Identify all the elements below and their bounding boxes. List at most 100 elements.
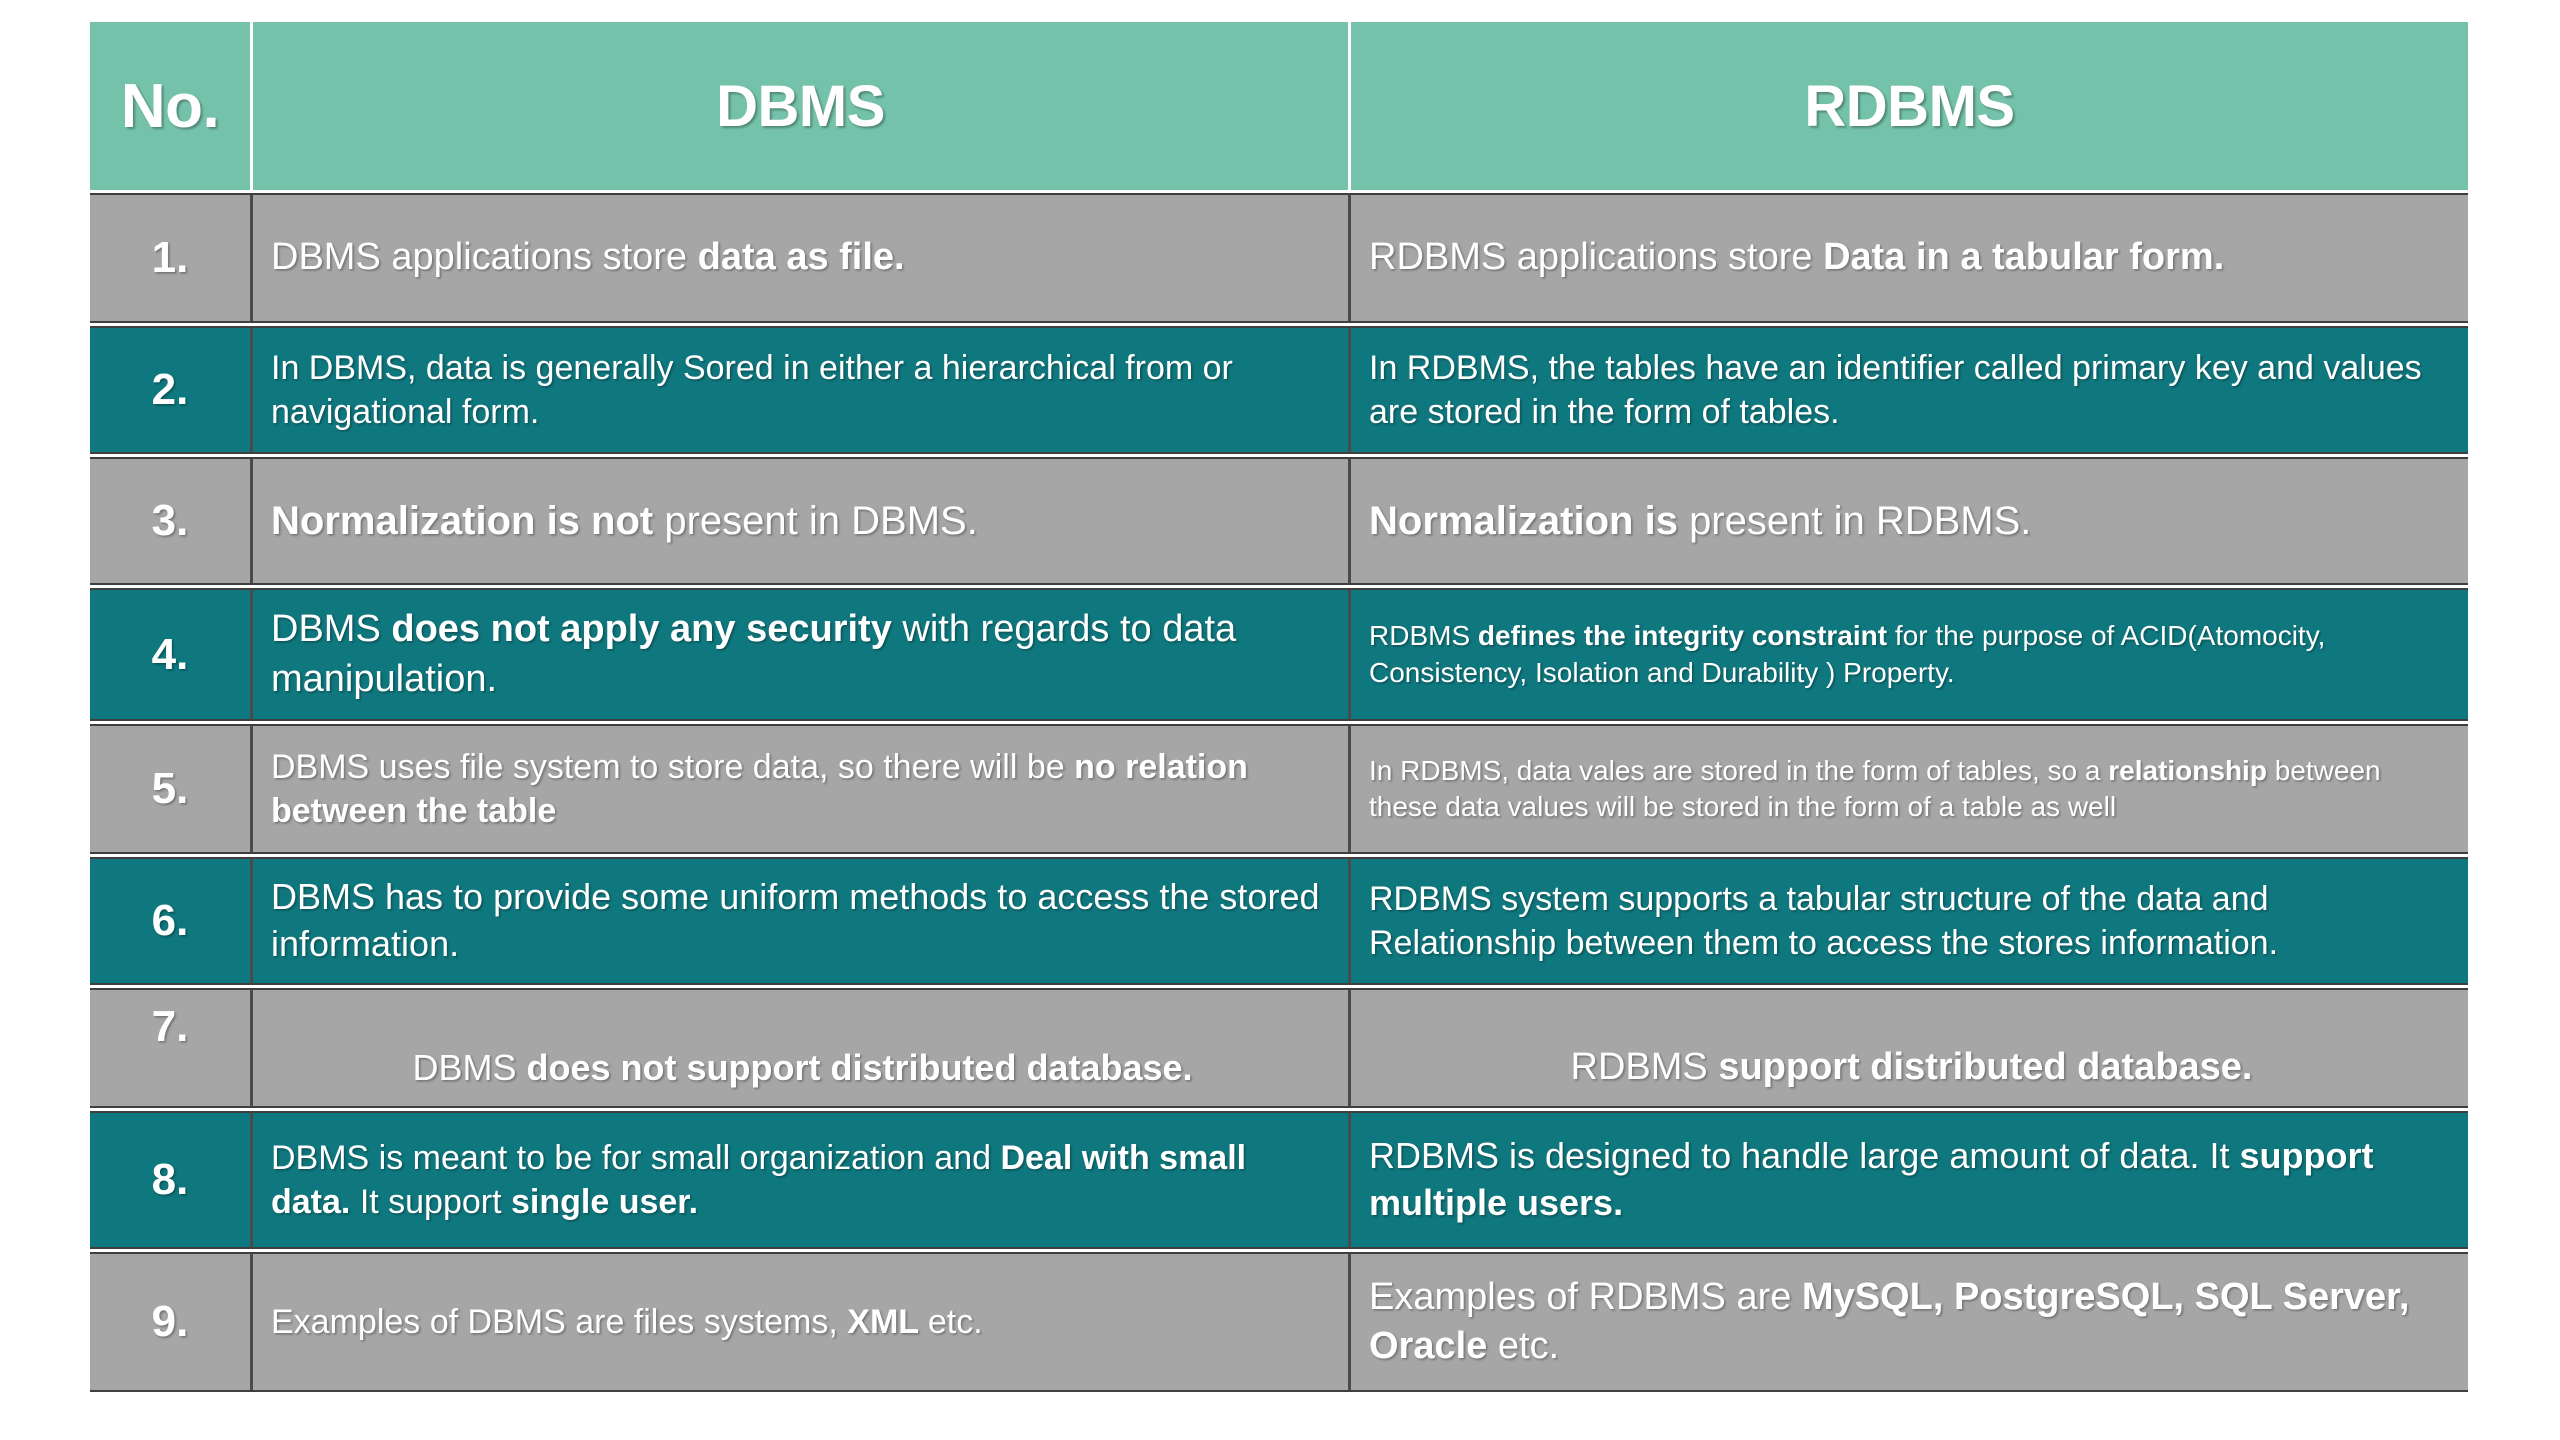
row-rdbms-text: RDBMS applications store Data in a tabul… (1351, 195, 2468, 321)
row-number-cell: 1. (90, 195, 250, 321)
text-plain: etc. (927, 1302, 983, 1341)
row-rdbms-cell: In RDBMS, the tables have an identifier … (1348, 328, 2468, 452)
row-rdbms-cell: RDBMS system supports a tabular structur… (1348, 859, 2468, 983)
row-rdbms-text: Examples of RDBMS are MySQL, PostgreSQL,… (1351, 1254, 2468, 1390)
text-plain: DBMS (412, 1047, 527, 1089)
row-number: 8. (151, 1155, 189, 1204)
text-bold: MySQL, PostgreSQL, SQL Server, Oracle (1369, 1275, 2410, 1367)
row-dbms-text: Normalization is not present in DBMS. (253, 459, 1348, 583)
header-label-dbms: DBMS (716, 73, 885, 139)
table-row: 8. DBMS is meant to be for small organiz… (90, 1111, 2468, 1249)
row-dbms-cell: DBMS does not support distributed databa… (250, 990, 1348, 1106)
text-bold: no relation between the table (271, 747, 1248, 830)
row-number: 1. (151, 233, 189, 282)
row-number: 5. (151, 764, 189, 813)
text-plain: DBMS (271, 608, 392, 651)
text-plain: DBMS applications store (271, 236, 698, 279)
row-rdbms-cell: RDBMS support distributed database. (1348, 990, 2468, 1106)
table-row: 7. DBMS does not support distributed dat… (90, 988, 2468, 1108)
row-rdbms-text: In RDBMS, data vales are stored in the f… (1351, 726, 2468, 852)
row-dbms-cell: DBMS does not apply any security with re… (250, 590, 1348, 719)
text-plain: DBMS has to provide some uniform methods… (271, 876, 1320, 964)
text-bold: single user. (511, 1183, 699, 1221)
row-rdbms-text: Normalization is present in RDBMS. (1351, 459, 2468, 583)
table-row: 9. Examples of DBMS are files systems, X… (90, 1252, 2468, 1392)
row-number-cell: 4. (90, 590, 250, 719)
row-dbms-cell: DBMS is meant to be for small organizati… (250, 1113, 1348, 1247)
text-plain: In RDBMS, the tables have an identifier … (1369, 348, 2422, 431)
text-bold: defines the integrity constraint (1477, 620, 1895, 652)
text-plain: It support (359, 1183, 512, 1221)
row-dbms-text: In DBMS, data is generally Sored in eith… (253, 328, 1348, 452)
row-number: 3. (151, 496, 189, 545)
text-bold: relationship (2108, 754, 2275, 786)
row-dbms-text: Examples of DBMS are files systems, XML … (253, 1254, 1348, 1390)
text-bold: XML (847, 1302, 928, 1341)
row-rdbms-text: In RDBMS, the tables have an identifier … (1351, 328, 2468, 452)
row-number-cell: 6. (90, 859, 250, 983)
row-number: 9. (151, 1297, 189, 1346)
text-bold: does not apply any security (391, 608, 903, 651)
table-row: 3. Normalization is not present in DBMS.… (90, 457, 2468, 585)
header-label-no: No. (120, 71, 220, 141)
text-plain: RDBMS applications store (1369, 236, 1824, 279)
text-bold: does not support distributed database. (526, 1047, 1193, 1089)
row-number: 4. (151, 629, 189, 679)
row-dbms-text: DBMS applications store data as file. (253, 195, 1348, 321)
row-dbms-cell: Examples of DBMS are files systems, XML … (250, 1254, 1348, 1390)
table-row: 2. In DBMS, data is generally Sored in e… (90, 326, 2468, 454)
row-rdbms-cell: Normalization is present in RDBMS. (1348, 459, 2468, 583)
table-header-row: No. DBMS RDBMS (90, 22, 2468, 190)
row-dbms-text: DBMS does not support distributed databa… (253, 990, 1348, 1106)
text-plain: between these data values will be stored… (1369, 754, 2381, 822)
header-label-rdbms: RDBMS (1804, 73, 2015, 139)
row-number-cell: 8. (90, 1113, 250, 1247)
row-number-cell: 2. (90, 328, 250, 452)
row-rdbms-text: RDBMS support distributed database. (1351, 990, 2468, 1106)
text-plain: for the purpose of ACID(Atomocity, Consi… (1369, 620, 2326, 688)
row-dbms-cell: In DBMS, data is generally Sored in eith… (250, 328, 1348, 452)
text-plain: In DBMS, data is generally Sored in eith… (271, 348, 1233, 431)
text-plain: RDBMS is designed to handle large amount… (1369, 1135, 2240, 1177)
row-dbms-text: DBMS does not apply any security with re… (253, 590, 1348, 719)
row-number-cell: 9. (90, 1254, 250, 1390)
text-bold: Data in a tabular form. (1823, 236, 2225, 279)
table-row: 6. DBMS has to provide some uniform meth… (90, 857, 2468, 985)
row-dbms-text: DBMS is meant to be for small organizati… (253, 1113, 1348, 1247)
text-plain: RDBMS (1369, 620, 1478, 652)
text-plain: DBMS is meant to be for small organizati… (271, 1138, 1001, 1177)
text-plain: DBMS uses file system to store data, so … (271, 747, 1075, 786)
row-number: 2. (151, 365, 189, 414)
row-dbms-cell: Normalization is not present in DBMS. (250, 459, 1348, 583)
text-plain: RDBMS (1570, 1045, 1719, 1088)
row-dbms-cell: DBMS applications store data as file. (250, 195, 1348, 321)
text-bold: support multiple users. (1369, 1135, 2374, 1223)
row-rdbms-text: RDBMS is designed to handle large amount… (1351, 1113, 2468, 1247)
text-plain: RDBMS system supports a tabular structur… (1369, 879, 2279, 962)
text-plain: Examples of RDBMS are (1369, 1275, 1802, 1318)
text-bold: support distributed database. (1718, 1045, 2253, 1088)
row-dbms-cell: DBMS uses file system to store data, so … (250, 726, 1348, 852)
text-bold: data as file. (697, 236, 905, 279)
row-rdbms-text: RDBMS defines the integrity constraint f… (1351, 590, 2468, 719)
table-row: 4. DBMS does not apply any security with… (90, 588, 2468, 721)
row-rdbms-cell: RDBMS applications store Data in a tabul… (1348, 195, 2468, 321)
row-number-cell: 3. (90, 459, 250, 583)
row-rdbms-text: RDBMS system supports a tabular structur… (1351, 859, 2468, 983)
header-cell-dbms: DBMS (250, 22, 1348, 190)
row-rdbms-cell: In RDBMS, data vales are stored in the f… (1348, 726, 2468, 852)
comparison-table: No. DBMS RDBMS 1. DBMS applications stor… (90, 22, 2468, 1422)
row-number-cell: 5. (90, 726, 250, 852)
text-plain: present in DBMS. (664, 499, 978, 543)
table-row: 1. DBMS applications store data as file.… (90, 193, 2468, 323)
text-plain: present in RDBMS. (1689, 499, 2032, 543)
row-dbms-text: DBMS has to provide some uniform methods… (253, 859, 1348, 983)
text-bold: Normalization is (1369, 499, 1690, 543)
row-dbms-text: DBMS uses file system to store data, so … (253, 726, 1348, 852)
text-plain: Examples of DBMS are files systems, (271, 1302, 848, 1341)
header-cell-rdbms: RDBMS (1348, 22, 2468, 190)
row-rdbms-cell: RDBMS is designed to handle large amount… (1348, 1113, 2468, 1247)
row-number: 6. (151, 896, 189, 945)
table-row: 5. DBMS uses file system to store data, … (90, 724, 2468, 854)
text-bold: Deal with small data. (271, 1138, 1247, 1221)
